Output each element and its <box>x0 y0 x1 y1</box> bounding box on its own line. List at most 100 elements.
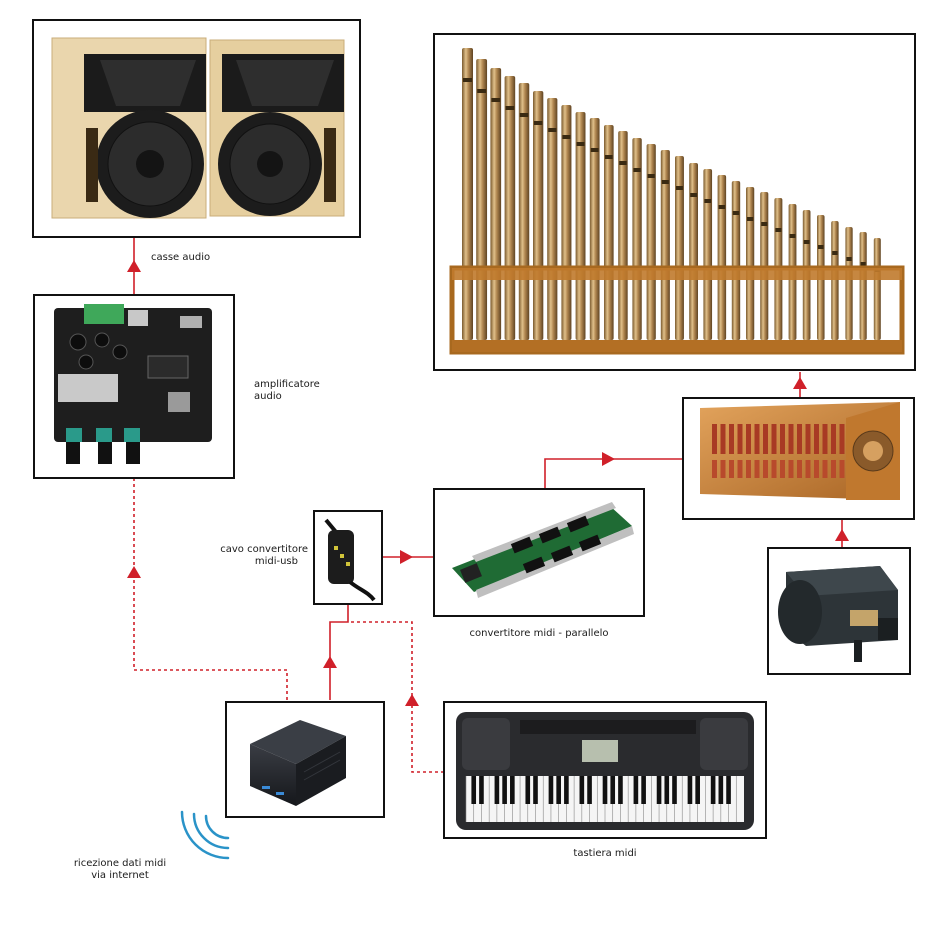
organ-pipe <box>647 144 656 340</box>
arrow-to-cable <box>323 656 337 668</box>
black-key <box>533 776 538 804</box>
relay-coil <box>772 460 777 478</box>
organ-pipe <box>746 187 754 340</box>
organ-pipe-mouth <box>463 78 472 82</box>
organ-pipe <box>547 98 557 340</box>
organ-pipe-mouth <box>662 180 669 184</box>
organ-pipe <box>576 112 586 340</box>
black-key <box>719 776 724 804</box>
organ-pipe <box>703 169 712 340</box>
relay-coil <box>831 424 836 454</box>
wifi-signal-icon <box>182 812 228 858</box>
black-key <box>695 776 700 804</box>
connector-pc-amp <box>134 478 287 700</box>
relay-coil <box>763 460 768 478</box>
connector-pc-cable <box>330 604 348 700</box>
mini-pc-box <box>226 702 384 817</box>
black-key <box>525 776 530 804</box>
organ-pipe-mouth <box>747 217 753 221</box>
black-key <box>618 776 623 804</box>
relay-coil <box>806 460 811 478</box>
relay-box-icon <box>700 402 900 500</box>
organ-pipe-mouth <box>690 193 697 197</box>
black-key <box>471 776 476 804</box>
organ-pipe <box>675 156 684 340</box>
black-key <box>610 776 615 804</box>
speaker-pair-icon <box>52 38 344 218</box>
relay-coil <box>721 424 726 454</box>
relay-coil <box>814 424 819 454</box>
relay-coil <box>755 424 760 454</box>
relay-coil <box>738 460 743 478</box>
organ-pipe <box>661 150 670 340</box>
speakers-box <box>33 20 360 237</box>
organ-pipe <box>561 105 571 340</box>
keyboard-icon <box>456 712 754 830</box>
relay-coil <box>729 460 734 478</box>
relay-coil <box>772 424 777 454</box>
black-key <box>657 776 662 804</box>
relay-coil <box>823 424 828 454</box>
relay-coil <box>729 424 734 454</box>
organ-pipe-mouth <box>719 205 726 209</box>
relay-coil <box>797 424 802 454</box>
black-key <box>634 776 639 804</box>
organ-pipe-mouth <box>832 251 837 255</box>
organ-pipe-mouth <box>491 98 500 102</box>
black-key <box>556 776 561 804</box>
organ-pipe <box>718 175 727 340</box>
black-key <box>641 776 646 804</box>
label-internet-line2: via internet <box>70 870 170 882</box>
relay-coil <box>755 460 760 478</box>
organ-pipe-mouth <box>818 245 824 249</box>
organ-pipe <box>462 48 473 340</box>
organ-pipe-mouth <box>534 121 542 125</box>
organ-pipe-mouth <box>477 89 486 93</box>
relay-coil <box>831 460 836 478</box>
organ-pipe <box>476 59 487 340</box>
black-key <box>688 776 693 804</box>
arrow-to-speakers <box>127 260 141 272</box>
label-amplifier-line1: amplificatore <box>254 379 320 391</box>
organ-pipe-mouth <box>861 262 866 266</box>
relay-coil <box>712 460 717 478</box>
organ-pipe-mouth <box>591 148 599 152</box>
amplifier-box <box>34 295 234 478</box>
amplifier-board-icon <box>54 304 212 464</box>
black-key <box>664 776 669 804</box>
arrow-to-relay <box>602 452 615 466</box>
keyboard-box <box>444 702 766 838</box>
relay-coil <box>738 424 743 454</box>
organ-pipe-mouth <box>506 106 515 110</box>
organ-pipe-mouth <box>562 135 570 139</box>
organ-pipe-mouth <box>676 186 683 190</box>
label-cable: cavo convertitore midi-usb <box>202 544 308 568</box>
relay-coil <box>721 460 726 478</box>
relay-coil <box>789 460 794 478</box>
label-cable-line1: cavo convertitore <box>202 544 308 556</box>
black-key <box>603 776 608 804</box>
organ-pipe-mouth <box>733 211 739 215</box>
relay-coil <box>797 460 802 478</box>
black-key <box>479 776 484 804</box>
organ-pipe-mouth <box>577 142 585 146</box>
relay-coil <box>763 424 768 454</box>
organ-pipe <box>533 91 543 340</box>
black-key <box>510 776 515 804</box>
relay-coil <box>814 460 819 478</box>
organ-pipe-mouth <box>704 199 711 203</box>
label-amplifier-line2: audio <box>254 391 320 403</box>
label-cable-line2: midi-usb <box>202 556 308 568</box>
label-keyboard: tastiera midi <box>444 848 766 860</box>
arrow-to-converter <box>400 550 413 564</box>
black-key <box>726 776 731 804</box>
relay-coil <box>789 424 794 454</box>
relay-coil <box>823 460 828 478</box>
arrow-up-keyboard-line <box>405 694 419 706</box>
connector-converter-relay <box>545 459 683 489</box>
black-key <box>495 776 500 804</box>
relay-coil <box>746 424 751 454</box>
organ-pipe <box>490 68 501 340</box>
organ-pipe-mouth <box>775 228 781 232</box>
